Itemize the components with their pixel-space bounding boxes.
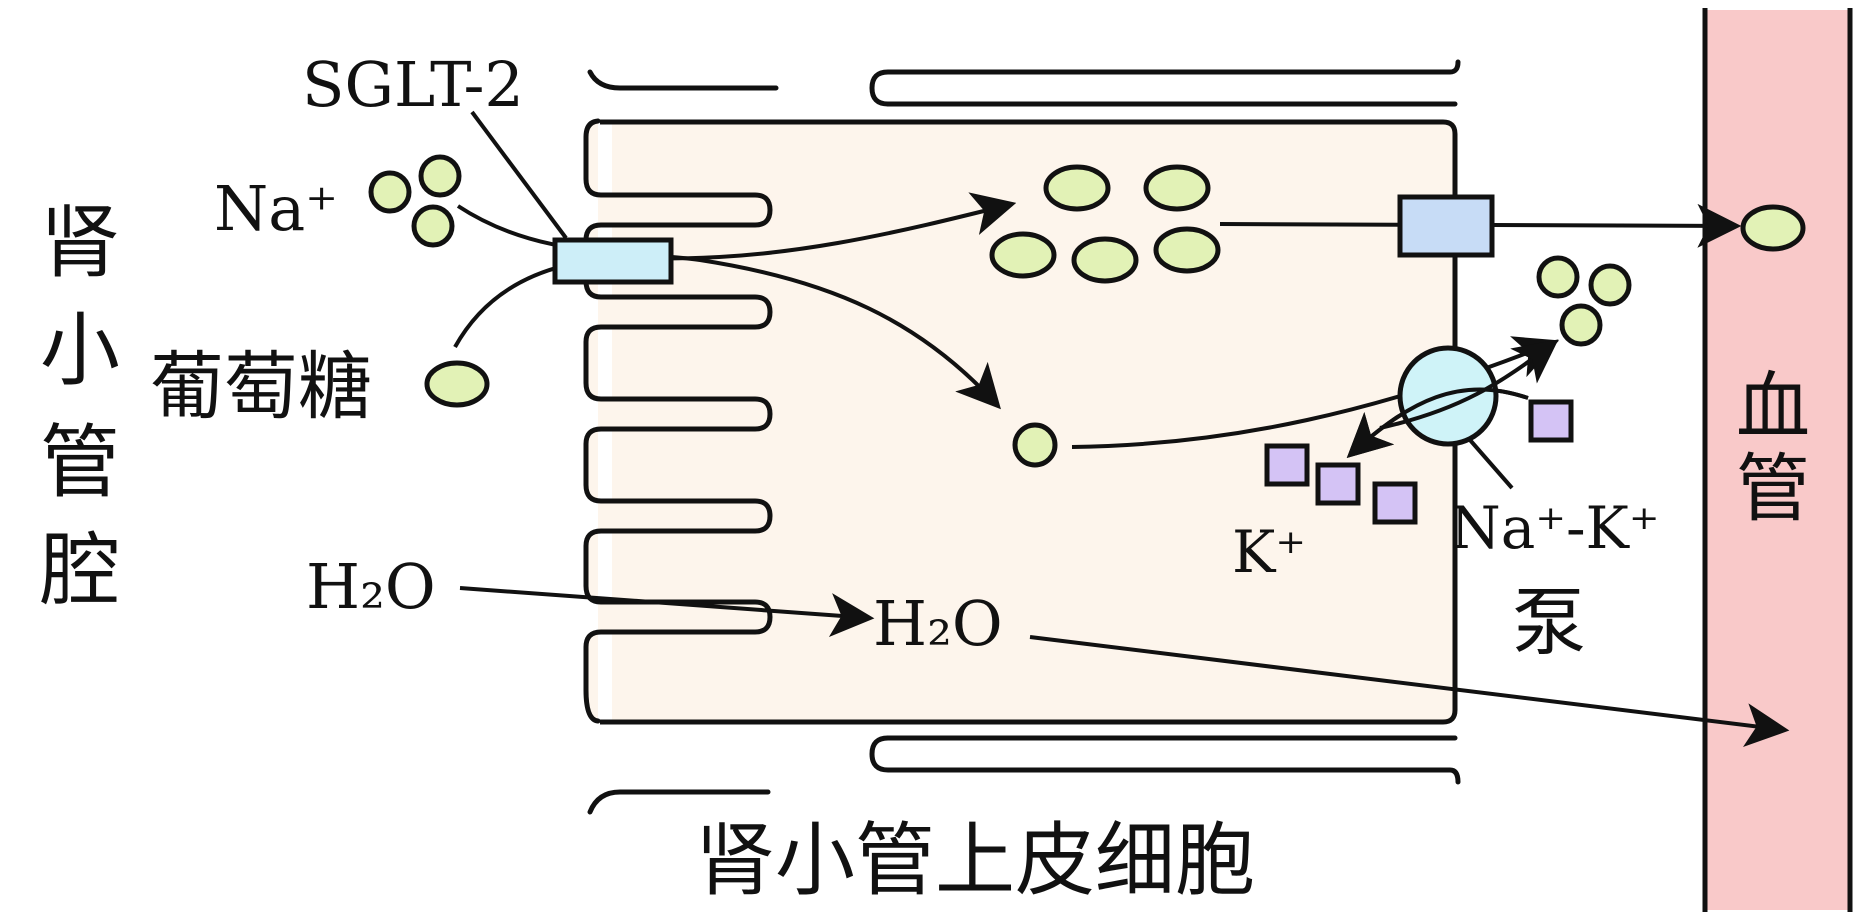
glut-transporter bbox=[1397, 194, 1495, 258]
label-blood-vessel: 血 管 bbox=[1736, 364, 1810, 532]
lumen-glucose-particle bbox=[424, 360, 490, 408]
na-k-pump bbox=[1397, 345, 1499, 447]
label-h2o-lumen: H₂O bbox=[306, 550, 436, 623]
k-particle bbox=[1372, 481, 1418, 525]
h2o-into-cell-arrow bbox=[459, 586, 875, 638]
blood-vessel bbox=[1705, 10, 1850, 910]
na-particle bbox=[1559, 303, 1603, 347]
cell-glucose-cluster bbox=[989, 164, 1221, 284]
glucose-particle bbox=[1153, 226, 1221, 274]
na-path-arrow bbox=[456, 204, 1001, 410]
h2o-to-blood-arrow bbox=[1029, 635, 1790, 747]
label-pump-line2: 泵 bbox=[1512, 580, 1586, 666]
k-particles bbox=[1264, 399, 1574, 525]
k-particle-outside bbox=[1528, 399, 1574, 443]
svg-text:小: 小 bbox=[40, 304, 120, 397]
lumen-na-particles bbox=[368, 154, 462, 248]
pump-overlay-arrows bbox=[1346, 339, 1559, 458]
svg-text:管: 管 bbox=[40, 416, 120, 509]
label-cell: 肾小管上皮细胞 bbox=[695, 814, 1255, 907]
na-particle bbox=[1588, 263, 1632, 307]
k-particle bbox=[1264, 443, 1310, 487]
svg-text:管: 管 bbox=[1736, 446, 1810, 532]
sglt2-transporter bbox=[552, 237, 674, 285]
svg-text:腔: 腔 bbox=[40, 524, 120, 617]
na-particle bbox=[411, 204, 455, 248]
microvilli bbox=[583, 118, 773, 724]
glucose-particle bbox=[1143, 164, 1211, 212]
svg-text:血: 血 bbox=[1736, 364, 1810, 450]
na-particle bbox=[1536, 255, 1580, 299]
sglt2-leader-line bbox=[470, 110, 568, 240]
label-lumen: 肾 小 管 腔 bbox=[40, 196, 120, 617]
label-sglt2: SGLT-2 bbox=[302, 48, 524, 121]
label-glucose: 葡萄糖 bbox=[150, 344, 372, 430]
blood-glucose-particle bbox=[1740, 204, 1806, 252]
pump-leader-line bbox=[1468, 438, 1514, 490]
label-h2o-cell: H₂O bbox=[873, 587, 1003, 660]
interstitial-na-particles bbox=[1536, 255, 1632, 347]
na-particle bbox=[368, 170, 412, 214]
glucose-particle bbox=[989, 231, 1057, 279]
k-particle bbox=[1315, 462, 1361, 506]
glucose-particle bbox=[1071, 236, 1139, 284]
label-k-plus: K⁺ bbox=[1232, 518, 1306, 586]
svg-text:肾: 肾 bbox=[40, 196, 120, 289]
label-pump-line1: Na⁺-K⁺ bbox=[1450, 494, 1660, 562]
cell-na-particle bbox=[1012, 422, 1058, 468]
glucose-particle bbox=[1043, 164, 1111, 212]
label-na-plus: Na⁺ bbox=[214, 172, 338, 245]
na-particle bbox=[418, 154, 462, 198]
tight-junctions bbox=[587, 59, 1461, 815]
